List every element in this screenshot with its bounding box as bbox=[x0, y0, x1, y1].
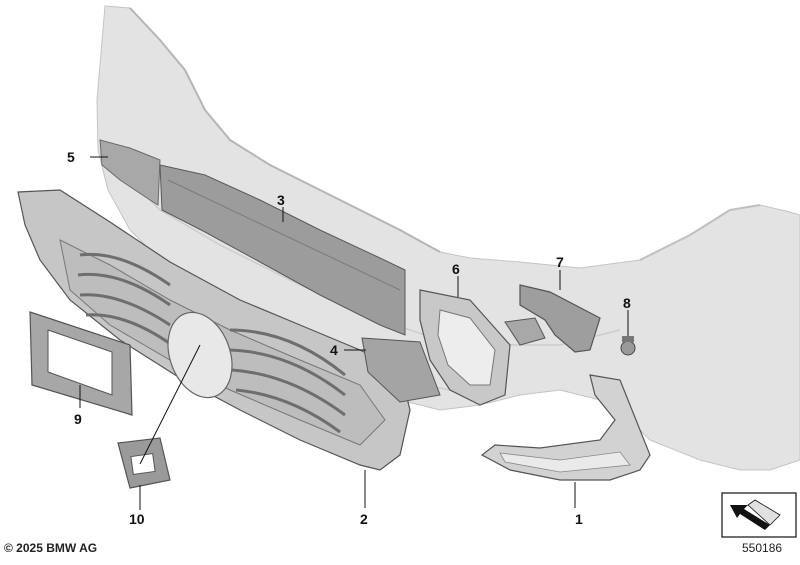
callout-8: 8 bbox=[623, 295, 631, 311]
grille-slats bbox=[77, 252, 346, 434]
part-1-lower-trim bbox=[480, 374, 651, 481]
bumper-cover bbox=[96, 5, 800, 471]
copyright-notice: © 2025 BMW AG bbox=[4, 541, 98, 555]
callout-5: 5 bbox=[67, 149, 75, 165]
part-9-plate-bracket bbox=[29, 311, 133, 416]
part-8-clip bbox=[620, 336, 636, 356]
callout-2: 2 bbox=[360, 511, 368, 527]
part-3-strip bbox=[159, 164, 406, 336]
callout-1: 1 bbox=[575, 511, 583, 527]
diagram-number: 550186 bbox=[742, 541, 783, 555]
callout-4: 4 bbox=[330, 342, 338, 358]
leader-lines bbox=[79, 156, 629, 510]
callout-6: 6 bbox=[452, 261, 460, 277]
callout-10: 10 bbox=[129, 511, 145, 527]
part-7-air-duct bbox=[504, 284, 601, 353]
callout-7: 7 bbox=[556, 254, 564, 270]
part-10-small-bracket bbox=[117, 437, 171, 489]
part-6-trim-frame bbox=[419, 289, 511, 406]
part-2-grille bbox=[17, 189, 411, 471]
part-5-bracket bbox=[99, 139, 161, 206]
callout-3: 3 bbox=[277, 192, 285, 208]
view-direction-arrow-icon bbox=[721, 492, 797, 538]
part-4-cover-cap bbox=[361, 337, 441, 403]
callout-9: 9 bbox=[74, 411, 82, 427]
